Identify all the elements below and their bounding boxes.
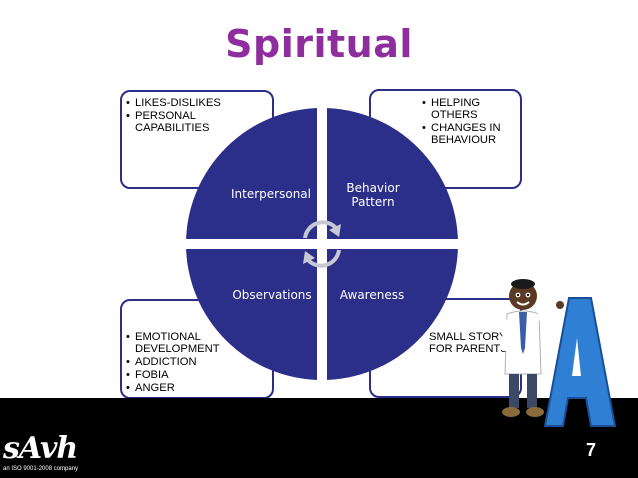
letter-a-icon (543, 297, 617, 427)
cycle-arrowhead-icon (303, 251, 315, 264)
quadrant-label-behavior-pattern: Behavior Pattern (346, 181, 400, 209)
quadrant-wheel (184, 106, 460, 382)
slide-title: Spiritual (225, 22, 413, 66)
list-item: ADDICTION (126, 356, 267, 368)
mascot-hair (511, 279, 535, 289)
list-item: FOBIA (126, 369, 267, 381)
mascot-with-letter-a-icon (499, 279, 617, 427)
wheel-divider-horizontal (184, 239, 460, 249)
page-number: 7 (586, 440, 597, 460)
list-item: HELPING OTHERS (422, 97, 493, 121)
cycle-arrows-icon (303, 220, 341, 268)
quadrant-label-observations: Observations (232, 288, 312, 302)
mascot-head (509, 282, 537, 310)
list-item: ANGER (126, 382, 267, 394)
list-item: CHANGES IN BEHAVIOUR (422, 122, 511, 146)
mascot-tie (519, 312, 527, 354)
list-item: SMALL STORY FOR PARENTS (429, 331, 508, 355)
company-tagline: an ISO 9001-2008 company (3, 466, 79, 472)
quadrant-label-awareness: Awareness (339, 288, 405, 302)
letter-a-hole (572, 338, 581, 376)
quadrant-label-interpersonal: Interpersonal (231, 187, 311, 201)
list-item: EMOTIONAL DEVELOPMENT (126, 331, 231, 355)
list-item: LIKES-DISLIKES (126, 97, 267, 109)
list-item: PERSONAL CAPABILITIES (126, 110, 223, 134)
company-logo: sAvh (3, 431, 78, 466)
cycle-arrowhead-icon (329, 224, 341, 237)
